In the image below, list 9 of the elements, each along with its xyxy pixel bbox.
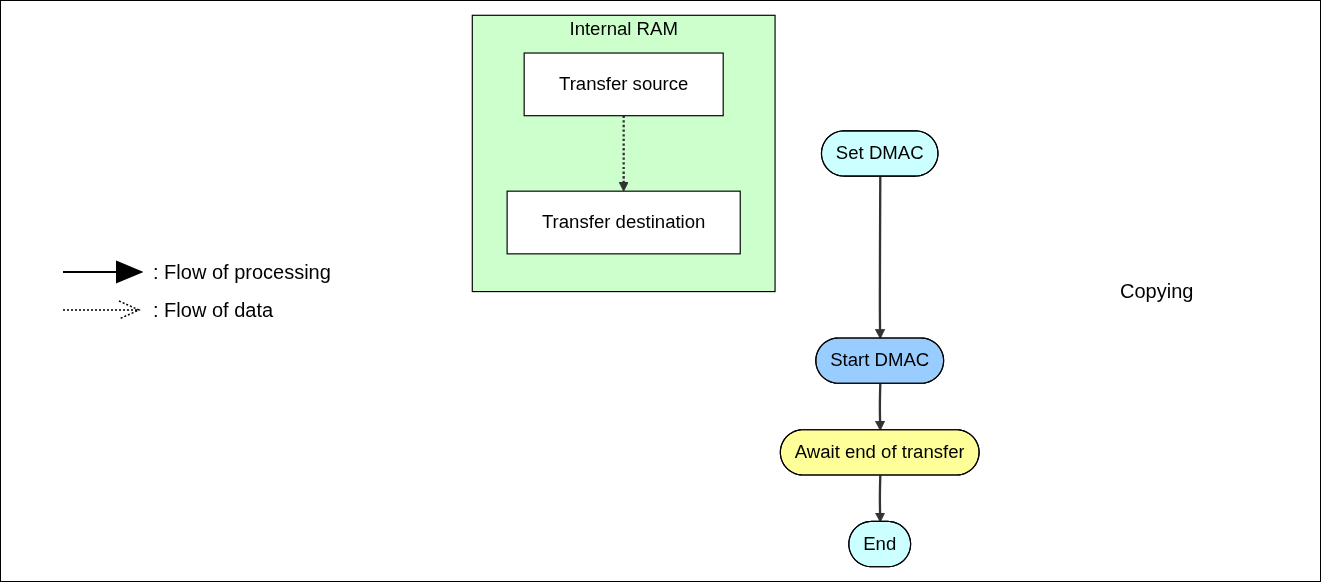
arrow [874,475,885,523]
legend-text: : Flow of data [153,298,274,322]
bracket-label: Copying [1120,279,1195,303]
node-box: Transfer source [523,52,724,117]
node-box: Transfer destination [506,190,741,255]
arrow [874,383,885,431]
arrow [874,176,885,340]
legend-text: : Flow of processing [153,260,331,284]
arrow [618,115,629,192]
